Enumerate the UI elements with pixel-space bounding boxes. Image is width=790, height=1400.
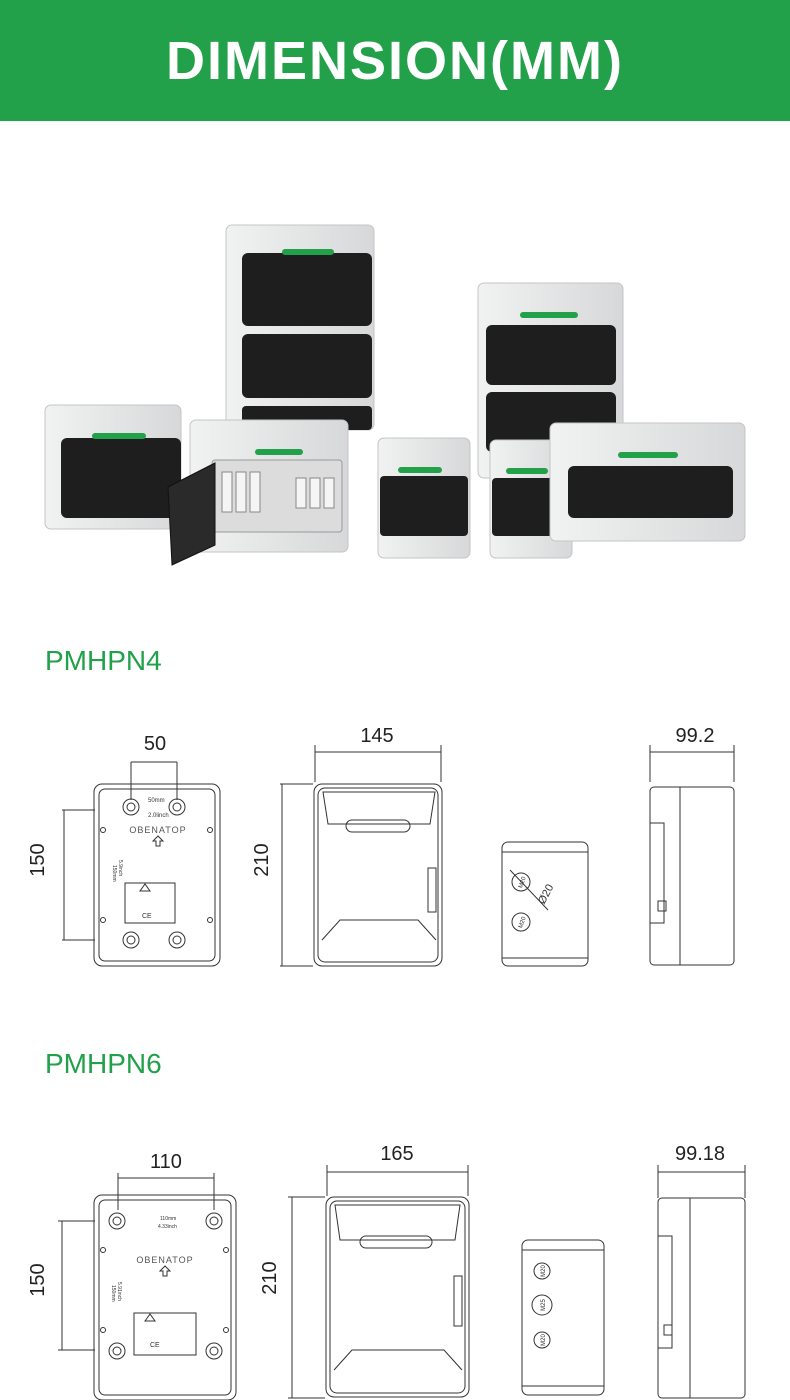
dim-back-height-2: 150 xyxy=(27,1263,49,1296)
drawing-pmhpn4: 50 150 50mm 2.0linch OBENATOP 150mm 5.9i… xyxy=(27,725,735,967)
enclosure-open xyxy=(167,419,349,566)
model-title-pmhpn6: PMHPN6 xyxy=(45,1048,162,1079)
dim-back-width: 50 xyxy=(144,733,166,755)
page-title: DIMENSION(MM) xyxy=(166,30,624,91)
side-hole-1-2: M20 xyxy=(541,1265,547,1277)
dim-front-width: 145 xyxy=(360,725,393,747)
dim-front-height: 210 xyxy=(251,843,273,876)
enclosure-left xyxy=(44,404,182,530)
ce-mark: CE xyxy=(142,913,152,920)
note-back-h1: 50mm xyxy=(148,798,165,804)
side-view: M20 M20 Ø20 xyxy=(501,841,589,967)
dim-front-width-2: 165 xyxy=(380,1143,413,1165)
dim-back-width-2: 110 xyxy=(150,1151,182,1173)
side-diameter: Ø20 xyxy=(536,882,556,906)
note-back-v1: 150mm xyxy=(111,865,117,882)
side-hole-3-2: M20 xyxy=(541,1334,547,1346)
enclosure-tall xyxy=(225,224,375,431)
model-title-pmhpn4: PMHPN4 xyxy=(45,645,162,676)
logo-obenatop-2: OBENATOP xyxy=(136,1255,193,1265)
ce-mark-2: CE xyxy=(150,1342,160,1349)
front-view-2: 165 210 xyxy=(259,1143,470,1399)
side-hole-2: M20 xyxy=(518,916,528,930)
side-hole-1: M20 xyxy=(518,876,528,890)
note-back-h2-2: 4.33inch xyxy=(158,1224,177,1230)
back-view-2: 110 150 110mm 4.33inch OBENATOP 150mm 5.… xyxy=(27,1151,237,1400)
enclosure-wide xyxy=(549,422,746,542)
dim-front-height-2: 210 xyxy=(259,1261,281,1294)
brand-strip xyxy=(282,249,334,255)
header-banner: DIMENSION(MM) xyxy=(0,0,790,121)
dim-depth: 99.2 xyxy=(676,725,715,747)
note-back-v2-2: 5.91inch xyxy=(116,1282,122,1301)
side-view-2: M20 M25 M20 xyxy=(521,1239,605,1396)
side-hole-2-2: M25 xyxy=(541,1299,547,1311)
front-view: 145 210 xyxy=(251,725,443,967)
drawing-pmhpn6: 110 150 110mm 4.33inch OBENATOP 150mm 5.… xyxy=(27,1143,746,1400)
dim-back-height: 150 xyxy=(27,843,49,876)
note-back-h2: 2.0linch xyxy=(148,813,169,819)
product-photo xyxy=(44,224,746,566)
depth-view-2: 99.18 xyxy=(657,1143,746,1399)
back-view: 50 150 50mm 2.0linch OBENATOP 150mm 5.9i… xyxy=(27,733,221,967)
enclosure-small-1 xyxy=(377,437,471,559)
note-back-h1-2: 110mm xyxy=(160,1216,176,1222)
note-back-v1-2: 150mm xyxy=(110,1285,116,1302)
dim-depth-2: 99.18 xyxy=(675,1143,725,1165)
depth-view: 99.2 xyxy=(649,725,735,966)
logo-obenatop: OBENATOP xyxy=(129,825,186,835)
note-back-v2: 5.9inch xyxy=(117,860,123,876)
